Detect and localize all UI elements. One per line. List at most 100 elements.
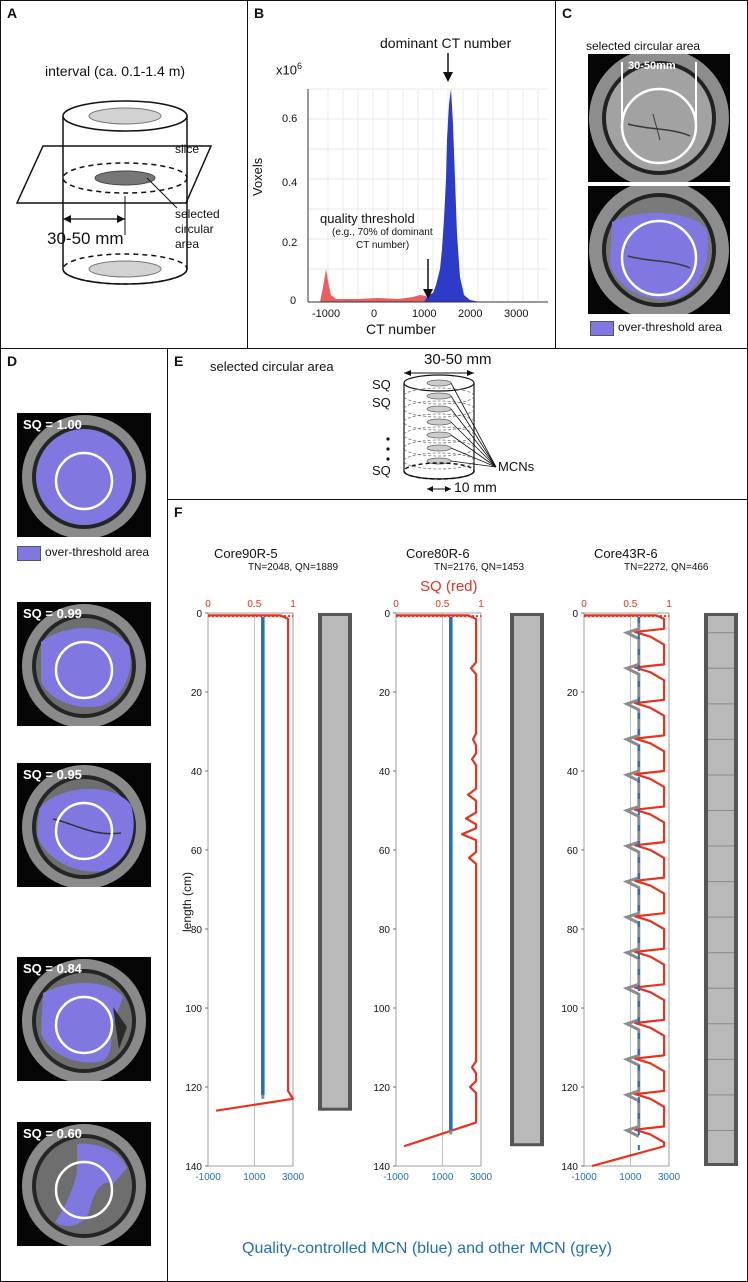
core-name: Core43R-6	[594, 546, 658, 561]
y-tick: 0	[290, 295, 297, 307]
y-tick-label: 80	[567, 925, 579, 936]
mcn-tick-label: -1000	[195, 1172, 221, 1183]
panel-label: A	[7, 5, 18, 21]
y-tick-label: 0	[572, 609, 578, 620]
sq-marker: SQ	[372, 377, 391, 392]
sq-tick-label: 0.5	[435, 599, 449, 610]
plot-frame	[207, 612, 294, 1167]
panel-d: D SQ = 1.00 over-threshold area SQ = 0.9…	[0, 348, 168, 1282]
mcn-title: Quality-controlled MCN (blue) and other …	[242, 1240, 612, 1257]
y-tick-label: 20	[379, 688, 391, 699]
y-tick-label: 0	[196, 609, 202, 620]
sq-title: SQ (red)	[420, 578, 478, 595]
sq-label: SQ = 0.99	[23, 606, 82, 621]
x-tick: 2000	[458, 308, 483, 320]
y-tick-label: 60	[191, 846, 203, 857]
panel-label: F	[174, 504, 183, 520]
interval-label: interval (ca. 0.1-1.4 m)	[45, 63, 186, 79]
mcn-tick-label: 3000	[658, 1172, 681, 1183]
mcn-tick-label: 1000	[619, 1172, 642, 1183]
x-tick: 0	[371, 308, 378, 320]
sq-trace	[396, 614, 478, 1148]
sq-trace	[584, 614, 666, 1168]
sq-tick-label: 0	[581, 599, 587, 610]
ct-slice-image: 30-50mm	[588, 54, 730, 182]
sq-label: SQ = 0.60	[23, 1126, 82, 1141]
y-tick-label: 60	[379, 846, 391, 857]
core-scan-image	[322, 616, 348, 1108]
core-scan-image	[708, 616, 734, 1163]
mcn-tick-label: 3000	[282, 1172, 305, 1183]
y-tick-label: 80	[191, 925, 203, 936]
legend-swatch	[590, 321, 614, 336]
legend-label: over-threshold area	[45, 545, 150, 559]
ct-histogram	[307, 53, 548, 303]
y-tick-label: 20	[567, 688, 579, 699]
mcn-tick-label: 3000	[470, 1172, 493, 1183]
mcn-tick-label: 1000	[431, 1172, 454, 1183]
sq-tick-label: 0	[393, 599, 399, 610]
core-stats: TN=2048, QN=1889	[248, 562, 339, 573]
x-tick: 3000	[504, 308, 529, 320]
core-stats: TN=2176, QN=1453	[434, 562, 525, 573]
mcn-tick-label: -1000	[383, 1172, 409, 1183]
core-stats: TN=2272, QN=466	[624, 562, 709, 573]
panel-c-title: selected circular area	[586, 39, 701, 53]
panel-c: C selected circular area 30-50mm over-th…	[555, 0, 748, 349]
panel-label: D	[7, 353, 18, 369]
x-tick: -1000	[312, 308, 341, 320]
panel-e: E selected circular area 30-50 mm	[167, 348, 748, 500]
ct-slice-sq-099: SQ = 0.99	[17, 602, 151, 726]
mcn-other-trace	[622, 616, 641, 1138]
threshold-label: quality threshold	[320, 211, 415, 226]
panel-label: C	[562, 5, 573, 21]
width-label: 30-50 mm	[424, 351, 492, 368]
y-tick-label: 60	[567, 846, 579, 857]
ct-slice-sq-060: SQ = 0.60	[17, 1122, 151, 1246]
y-tick-label: 40	[191, 767, 203, 778]
y-tick-label: 40	[379, 767, 391, 778]
y-axis-label: length (cm)	[180, 871, 194, 932]
sq-tick-label: 1	[666, 599, 672, 610]
y-tick-label: 0	[384, 609, 390, 620]
sq-trace	[208, 614, 295, 1112]
y-tick-label: 80	[379, 925, 391, 936]
sq-tick-label: 0.5	[623, 599, 637, 610]
mcn-cylinder-diagram	[386, 370, 497, 492]
sq-tick-label: 1	[290, 599, 296, 610]
ct-slice-sq-084: SQ = 0.84	[17, 957, 151, 1081]
y-axis-label: Voxels	[250, 157, 265, 196]
sq-label: SQ = 0.95	[23, 767, 82, 782]
spacing-label: 10 mm	[454, 479, 497, 495]
y-tick-label: 140	[373, 1162, 390, 1173]
mcn-tick-label: -1000	[571, 1172, 597, 1183]
y-tick-label: 120	[373, 1083, 390, 1094]
panel-e-title: selected circular area	[210, 359, 334, 374]
y-tick-label: 100	[373, 1004, 390, 1015]
plot-frame	[395, 612, 482, 1167]
slice-label: slice	[175, 142, 200, 156]
sq-tick-label: 0	[205, 599, 211, 610]
selected-area-line2: circular	[175, 222, 214, 236]
selected-area-line1: selected	[175, 207, 220, 221]
panel-a: A interval (ca. 0.1-1.4 m) slice 30-50 m…	[0, 0, 248, 349]
y-tick: 0.4	[282, 177, 298, 189]
core-name: Core90R-5	[214, 546, 278, 561]
sq-label: SQ = 1.00	[23, 417, 82, 432]
x-tick: 1000	[412, 308, 437, 320]
dominant-ct-label: dominant CT number	[380, 35, 512, 51]
plot-frame	[583, 612, 670, 1167]
y-tick-label: 100	[185, 1004, 202, 1015]
y-tick: 0.2	[282, 237, 298, 249]
mcn-label: MCNs	[498, 459, 535, 474]
core-name: Core80R-6	[406, 546, 470, 561]
panel-label: B	[254, 5, 265, 21]
y-tick-label: 140	[561, 1162, 578, 1173]
y-tick-label: 140	[185, 1162, 202, 1173]
sq-marker: SQ	[372, 463, 391, 478]
threshold-note-line2: CT number)	[356, 240, 410, 251]
y-tick-label: 120	[561, 1083, 578, 1094]
threshold-note-line1: (e.g., 70% of dominant	[332, 227, 433, 238]
y-tick-label: 100	[561, 1004, 578, 1015]
